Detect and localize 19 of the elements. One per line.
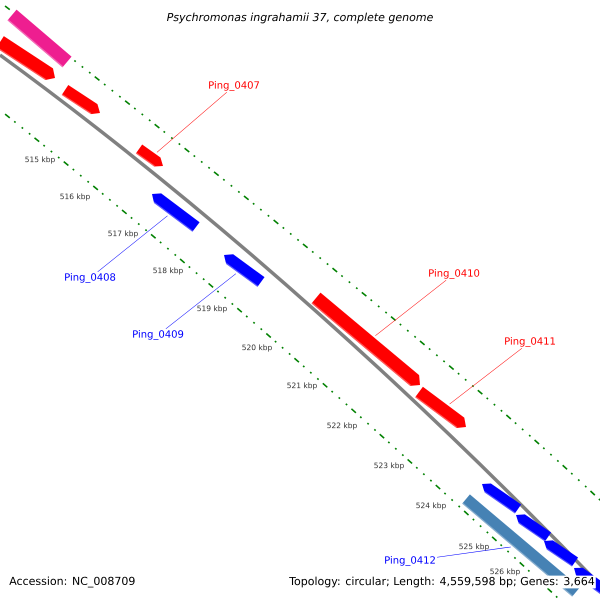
gene-label: Ping_0411 — [505, 337, 555, 347]
gene-label: Ping_0409 — [133, 330, 184, 340]
gene-feature — [136, 144, 163, 166]
gene-feature — [415, 386, 466, 428]
gene-label: Ping_0408 — [65, 273, 116, 283]
leader-line — [166, 273, 236, 330]
leader-line — [156, 92, 228, 153]
gene-feature — [7, 10, 72, 68]
leader-line — [449, 348, 522, 404]
accession-text: Accession: NC_008709 — [9, 576, 135, 588]
gene-feature — [62, 85, 100, 114]
gene-label: Ping_0410 — [429, 269, 480, 279]
gene-label: Ping_0412 — [385, 556, 435, 566]
gene-label: Ping_0407 — [209, 81, 260, 91]
title: Psychromonas ingrahamii 37, complete genome — [166, 12, 433, 24]
summary-text: Topology: circular; Length: 4,559,598 bp; Genes: 3,664 — [288, 576, 596, 588]
leader-line — [375, 280, 446, 336]
leader-line — [97, 216, 168, 272]
gene-feature — [0, 36, 55, 80]
